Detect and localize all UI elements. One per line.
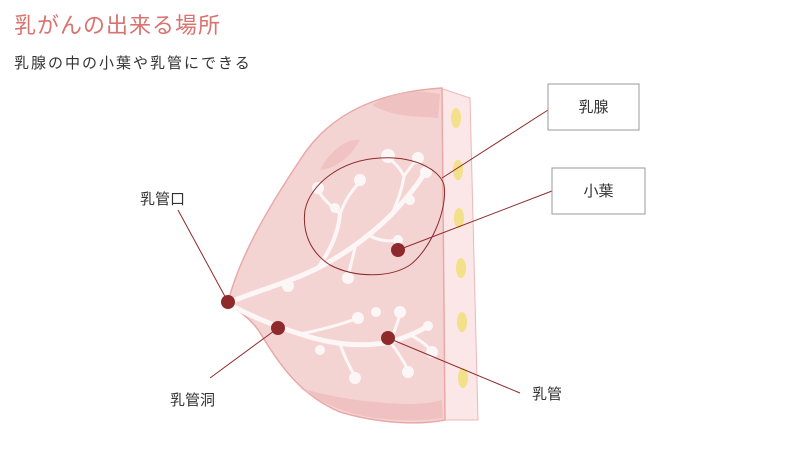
mid-fat-lobe [320,139,360,170]
upper-fat-lobes [372,91,440,118]
duct-orifice-leader-line [177,209,229,303]
lobule-leader-line [397,190,553,251]
duct-marker [381,331,395,345]
mammary-gland-label-box [547,83,640,131]
fat-nodules [451,108,468,388]
lobule-marker [391,243,405,257]
lobule-label-box [551,167,646,215]
duct-leader-line [387,337,521,394]
page-subtitle: 乳腺の中の小葉や乳管にできる [14,54,252,72]
upper-lobule-buds [282,149,432,292]
lactiferous-sinus-leader-line [209,327,279,379]
mammary-gland-leader-line [441,109,549,179]
lactiferous-sinus-marker [271,321,285,335]
duct-label: 乳管 [532,385,562,403]
lobule-label: 小葉 [583,182,613,200]
chest-wall [439,87,479,421]
lactiferous-sinus-label: 乳管洞 [170,391,215,409]
lower-fat-lobes [300,388,443,421]
mammary-gland-region [303,157,446,276]
duct-orifice-label: 乳管口 [140,190,185,208]
mammary-gland-label: 乳腺 [578,98,608,116]
duct-orifice-marker [221,295,235,309]
lower-lobule-buds [315,306,438,384]
page-title: 乳がんの出来る場所 [14,14,222,39]
